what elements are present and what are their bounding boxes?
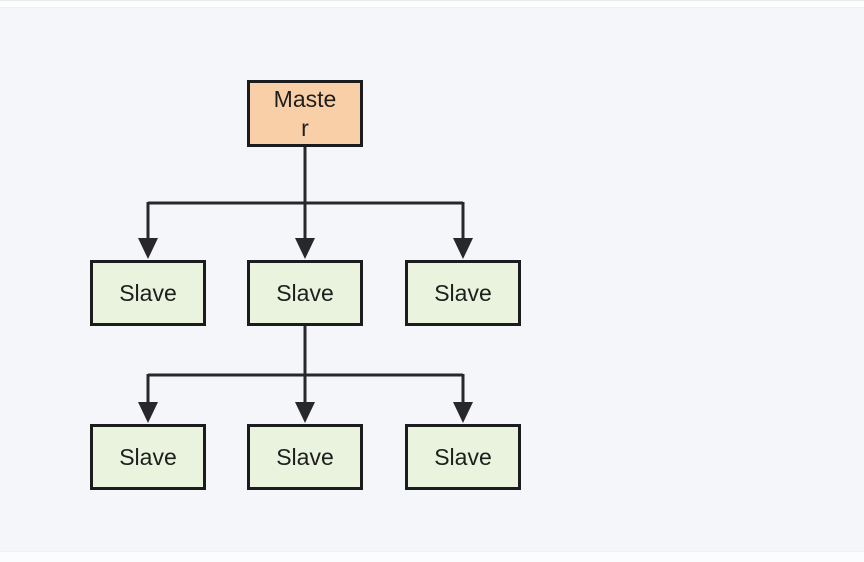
slave-label: Slave xyxy=(434,443,492,470)
slave-node-level2-right: Slave xyxy=(405,424,521,490)
level1-arrowheads xyxy=(138,238,473,259)
slave-node-level1-left: Slave xyxy=(90,260,206,326)
top-edge-strip xyxy=(0,0,864,8)
slave-label: Slave xyxy=(119,279,177,306)
slave-to-slaves-connector xyxy=(146,324,465,405)
slave-node-level2-left: Slave xyxy=(90,424,206,490)
slave-node-level2-middle: Slave xyxy=(247,424,363,490)
master-label-line2: r xyxy=(301,114,309,141)
bottom-edge-strip xyxy=(0,551,864,562)
arrowhead-icon xyxy=(138,402,158,423)
arrowhead-icon xyxy=(295,402,315,423)
slave-label: Slave xyxy=(276,443,334,470)
master-to-slaves-connector xyxy=(146,145,465,241)
level2-arrowheads xyxy=(138,402,473,423)
arrowhead-icon xyxy=(453,238,473,259)
slave-node-level1-middle: Slave xyxy=(247,260,363,326)
arrowhead-icon xyxy=(295,238,315,259)
arrowhead-icon xyxy=(453,402,473,423)
slave-label: Slave xyxy=(434,279,492,306)
slave-label: Slave xyxy=(119,443,177,470)
arrowhead-icon xyxy=(138,238,158,259)
master-label-line1: Maste xyxy=(273,85,337,112)
slave-node-level1-right: Slave xyxy=(405,260,521,326)
master-node: Maste r xyxy=(247,80,363,147)
slave-label: Slave xyxy=(276,279,334,306)
